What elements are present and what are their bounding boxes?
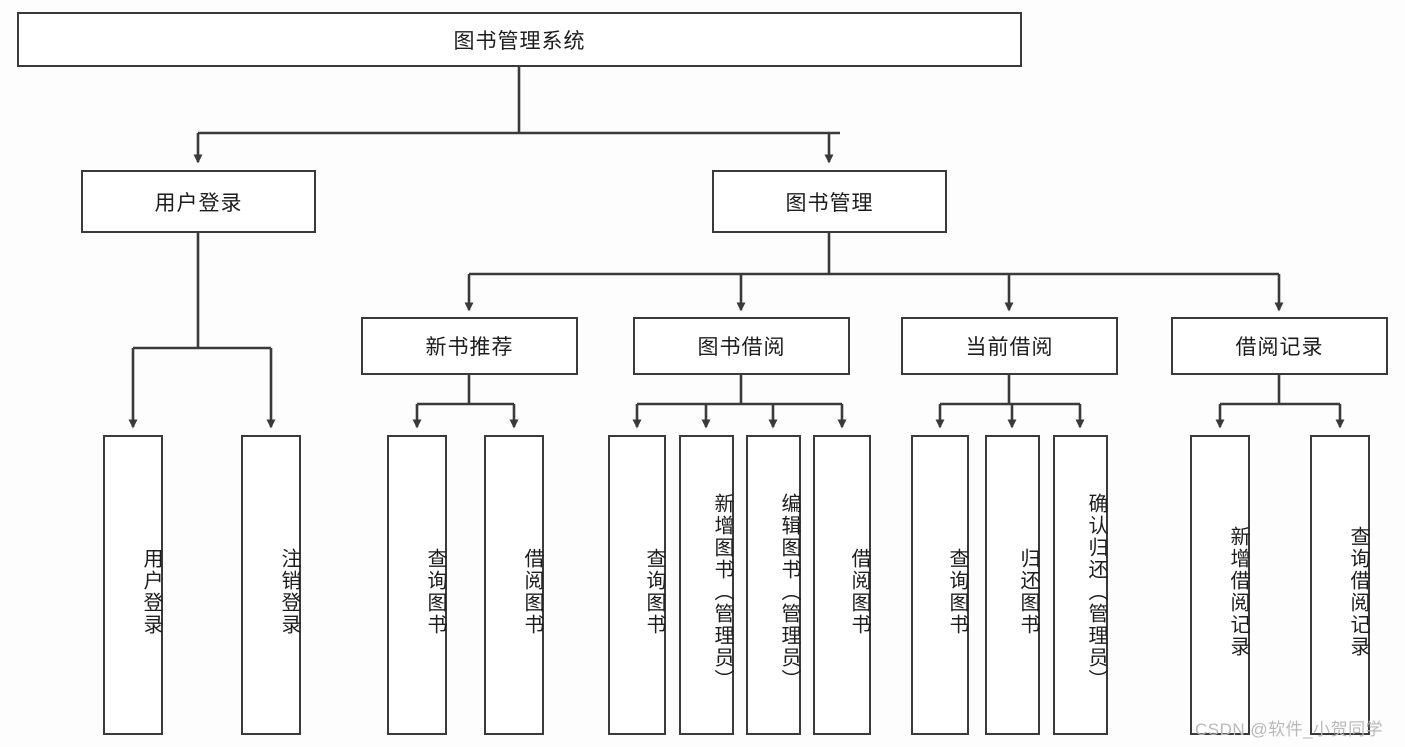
csdn-watermark: CSDN @软件_小贺同学 bbox=[1195, 720, 1384, 739]
node-root-label: 图书管理系统 bbox=[453, 29, 586, 53]
node-leaf-8-label: 查询图书 bbox=[946, 548, 968, 636]
node-level2-1-label: 图书借阅 bbox=[697, 336, 786, 359]
node-leaf-5-label: 新增图书（管理员） bbox=[711, 493, 733, 691]
node-leaf-10-label: 确认归还（管理员） bbox=[1085, 493, 1107, 691]
node-leaf-7-label: 借阅图书 bbox=[848, 548, 870, 636]
node-leaf-9-label: 归还图书 bbox=[1017, 548, 1039, 636]
node-level2-3-label: 借阅记录 bbox=[1235, 336, 1324, 359]
node-leaf-9[interactable]: 归还图书 bbox=[985, 435, 1040, 735]
node-leaf-1[interactable]: 注销登录 bbox=[241, 435, 301, 735]
node-leaf-11[interactable]: 新增借阅记录 bbox=[1190, 435, 1250, 735]
node-level2-1[interactable]: 图书借阅 bbox=[633, 317, 850, 375]
node-leaf-1-label: 注销登录 bbox=[278, 548, 300, 636]
node-leaf-6[interactable]: 编辑图书（管理员） bbox=[746, 435, 801, 735]
node-level1-1[interactable]: 图书管理 bbox=[712, 170, 947, 233]
node-level2-2-label: 当前借阅 bbox=[965, 336, 1054, 359]
node-leaf-11-label: 新增借阅记录 bbox=[1227, 526, 1249, 658]
node-root[interactable]: 图书管理系统 bbox=[17, 12, 1022, 67]
node-leaf-8[interactable]: 查询图书 bbox=[911, 435, 969, 735]
node-level2-2[interactable]: 当前借阅 bbox=[901, 317, 1118, 375]
node-leaf-4[interactable]: 查询图书 bbox=[608, 435, 666, 735]
node-level1-0[interactable]: 用户登录 bbox=[81, 170, 316, 233]
node-leaf-0[interactable]: 用户登录 bbox=[103, 435, 163, 735]
node-leaf-5[interactable]: 新增图书（管理员） bbox=[679, 435, 734, 735]
node-leaf-4-label: 查询图书 bbox=[643, 548, 665, 636]
node-leaf-7[interactable]: 借阅图书 bbox=[813, 435, 871, 735]
node-level1-1-label: 图书管理 bbox=[785, 191, 874, 215]
node-level2-3[interactable]: 借阅记录 bbox=[1171, 317, 1388, 375]
node-leaf-12-label: 查询借阅记录 bbox=[1347, 526, 1369, 658]
node-leaf-12[interactable]: 查询借阅记录 bbox=[1310, 435, 1370, 735]
node-leaf-2[interactable]: 查询图书 bbox=[387, 435, 447, 735]
node-leaf-3-label: 借阅图书 bbox=[521, 548, 543, 636]
node-level1-0-label: 用户登录 bbox=[154, 191, 243, 215]
node-level2-0[interactable]: 新书推荐 bbox=[361, 317, 578, 375]
node-leaf-0-label: 用户登录 bbox=[140, 548, 162, 636]
node-leaf-2-label: 查询图书 bbox=[424, 548, 446, 636]
node-leaf-3[interactable]: 借阅图书 bbox=[484, 435, 544, 735]
node-leaf-6-label: 编辑图书（管理员） bbox=[778, 493, 800, 691]
node-leaf-10[interactable]: 确认归还（管理员） bbox=[1053, 435, 1108, 735]
node-level2-0-label: 新书推荐 bbox=[425, 336, 514, 359]
